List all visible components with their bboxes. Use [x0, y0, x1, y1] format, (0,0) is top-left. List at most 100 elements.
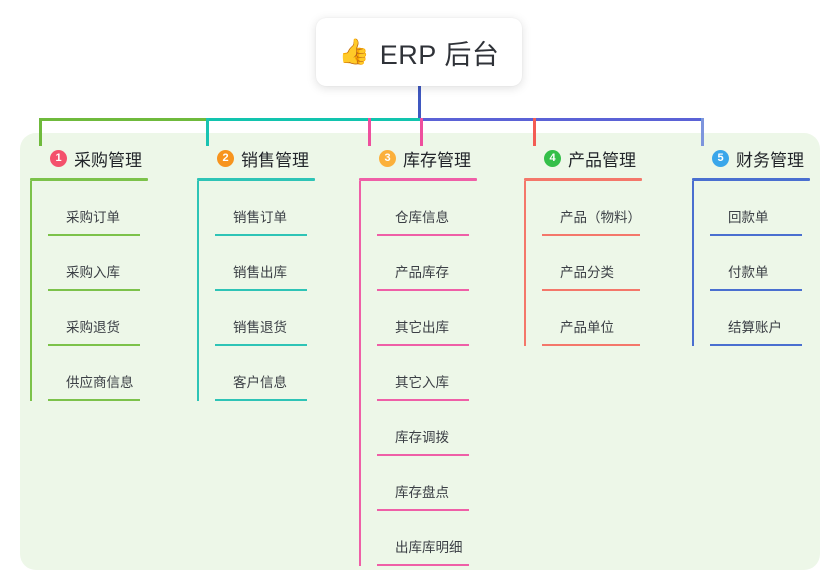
leaf-item-label: 其它出库 [395, 320, 449, 335]
leaf-item-underline [215, 344, 307, 346]
leaf-item-underline [377, 564, 469, 566]
leaf-item-label: 供应商信息 [66, 375, 134, 390]
branch-underline-5 [692, 178, 810, 181]
leaf-item-underline [48, 234, 140, 236]
branch-items-2: 销售订单销售出库销售退货客户信息 [197, 181, 347, 401]
leaf-item-underline [377, 234, 469, 236]
leaf-item[interactable]: 库存调拨 [377, 401, 509, 456]
branch-header-1[interactable]: 1 采购管理 [30, 146, 180, 170]
branch-spine-3 [359, 181, 361, 566]
leaf-item-label: 销售出库 [233, 265, 287, 280]
branch-spine-2 [197, 181, 199, 401]
branch-underline-3 [359, 178, 477, 181]
leaf-item-underline [215, 399, 307, 401]
branch-items-5: 回款单付款单结算账户 [692, 181, 832, 346]
leaf-item-label: 仓库信息 [395, 210, 449, 225]
connector-drop-3 [368, 118, 371, 146]
leaf-item[interactable]: 库存盘点 [377, 456, 509, 511]
branch-header-2[interactable]: 2 销售管理 [197, 146, 347, 170]
leaf-item-label: 其它入库 [395, 375, 449, 390]
leaf-item[interactable]: 产品分类 [542, 236, 674, 291]
leaf-item[interactable]: 销售订单 [215, 181, 347, 236]
leaf-item[interactable]: 采购订单 [48, 181, 180, 236]
leaf-item-underline [215, 234, 307, 236]
branch-badge-3: 3 [379, 149, 396, 167]
leaf-item-label: 采购订单 [66, 210, 120, 225]
leaf-item-label: 付款单 [728, 265, 769, 280]
leaf-item-label: 产品单位 [560, 320, 614, 335]
branch-underline-1 [30, 178, 148, 181]
connector-drop-1 [39, 118, 42, 146]
branch-column-3: 3 库存管理仓库信息产品库存其它出库其它入库库存调拨库存盘点出库库明细 [359, 146, 509, 566]
leaf-item-label: 采购退货 [66, 320, 120, 335]
connector-bar-segment-3 [420, 118, 701, 121]
leaf-item-label: 产品（物料） [560, 210, 641, 225]
branch-column-1: 1 采购管理采购订单采购入库采购退货供应商信息 [30, 146, 180, 401]
leaf-item-underline [377, 454, 469, 456]
leaf-item-underline [710, 289, 802, 291]
leaf-item-label: 销售订单 [233, 210, 287, 225]
connector-bar-segment-1 [39, 118, 206, 121]
leaf-item-label: 库存盘点 [395, 485, 449, 500]
leaf-item-underline [48, 344, 140, 346]
leaf-item-underline [377, 344, 469, 346]
leaf-item[interactable]: 仓库信息 [377, 181, 509, 236]
leaf-item-underline [542, 289, 640, 291]
leaf-item-label: 库存调拨 [395, 430, 449, 445]
branch-column-2: 2 销售管理销售订单销售出库销售退货客户信息 [197, 146, 347, 401]
branch-spine-1 [30, 181, 32, 401]
branch-title-2: 销售管理 [241, 150, 309, 170]
branch-title-4: 产品管理 [568, 150, 636, 170]
leaf-item[interactable]: 销售退货 [215, 291, 347, 346]
leaf-item-label: 产品分类 [560, 265, 614, 280]
connector-bar-segment-2 [206, 118, 420, 121]
leaf-item-underline [542, 344, 640, 346]
root-node-erp-backend[interactable]: 👍 ERP 后台 [316, 18, 522, 86]
connector-drop-5 [701, 118, 704, 146]
leaf-item[interactable]: 产品库存 [377, 236, 509, 291]
leaf-item-label: 客户信息 [233, 375, 287, 390]
leaf-item-label: 回款单 [728, 210, 769, 225]
branch-column-4: 4 产品管理产品（物料） 产品分类产品单位 [524, 146, 674, 346]
leaf-item[interactable]: 供应商信息 [48, 346, 180, 401]
leaf-item[interactable]: 回款单 [710, 181, 832, 236]
branch-items-1: 采购订单采购入库采购退货供应商信息 [30, 181, 180, 401]
branch-badge-4: 4 [544, 149, 561, 167]
leaf-item-underline [710, 234, 802, 236]
branch-items-3: 仓库信息产品库存其它出库其它入库库存调拨库存盘点出库库明细 [359, 181, 509, 566]
branch-underline-4 [524, 178, 642, 181]
root-node-title: ERP 后台 [379, 39, 500, 70]
branch-badge-5: 5 [712, 149, 729, 167]
leaf-item-label: 产品库存 [395, 265, 449, 280]
leaf-item-label: 结算账户 [728, 320, 782, 335]
diagram-panel-background [20, 133, 820, 570]
leaf-item-underline [215, 289, 307, 291]
branch-column-5: 5 财务管理回款单付款单结算账户 [692, 146, 832, 346]
branch-header-5[interactable]: 5 财务管理 [692, 146, 832, 170]
leaf-item[interactable]: 产品单位 [542, 291, 674, 346]
leaf-item-underline [48, 399, 140, 401]
leaf-item-label: 采购入库 [66, 265, 120, 280]
leaf-item[interactable]: 其它出库 [377, 291, 509, 346]
branch-badge-2: 2 [217, 149, 234, 167]
leaf-item[interactable]: 销售出库 [215, 236, 347, 291]
leaf-item[interactable]: 客户信息 [215, 346, 347, 401]
branch-title-1: 采购管理 [74, 150, 142, 170]
leaf-item[interactable]: 结算账户 [710, 291, 832, 346]
branch-underline-2 [197, 178, 315, 181]
leaf-item-underline [710, 344, 802, 346]
connector-drop-2 [206, 118, 209, 146]
branch-badge-1: 1 [50, 149, 67, 167]
branch-header-3[interactable]: 3 库存管理 [359, 146, 509, 170]
connector-root-stem [418, 86, 421, 121]
branch-title-5: 财务管理 [736, 150, 804, 170]
leaf-item[interactable]: 出库库明细 [377, 511, 509, 566]
leaf-item[interactable]: 产品（物料） [542, 181, 674, 236]
branch-header-4[interactable]: 4 产品管理 [524, 146, 674, 170]
branch-title-3: 库存管理 [403, 150, 471, 170]
branch-spine-4 [524, 181, 526, 346]
leaf-item[interactable]: 采购退货 [48, 291, 180, 346]
leaf-item[interactable]: 其它入库 [377, 346, 509, 401]
leaf-item[interactable]: 采购入库 [48, 236, 180, 291]
leaf-item[interactable]: 付款单 [710, 236, 832, 291]
